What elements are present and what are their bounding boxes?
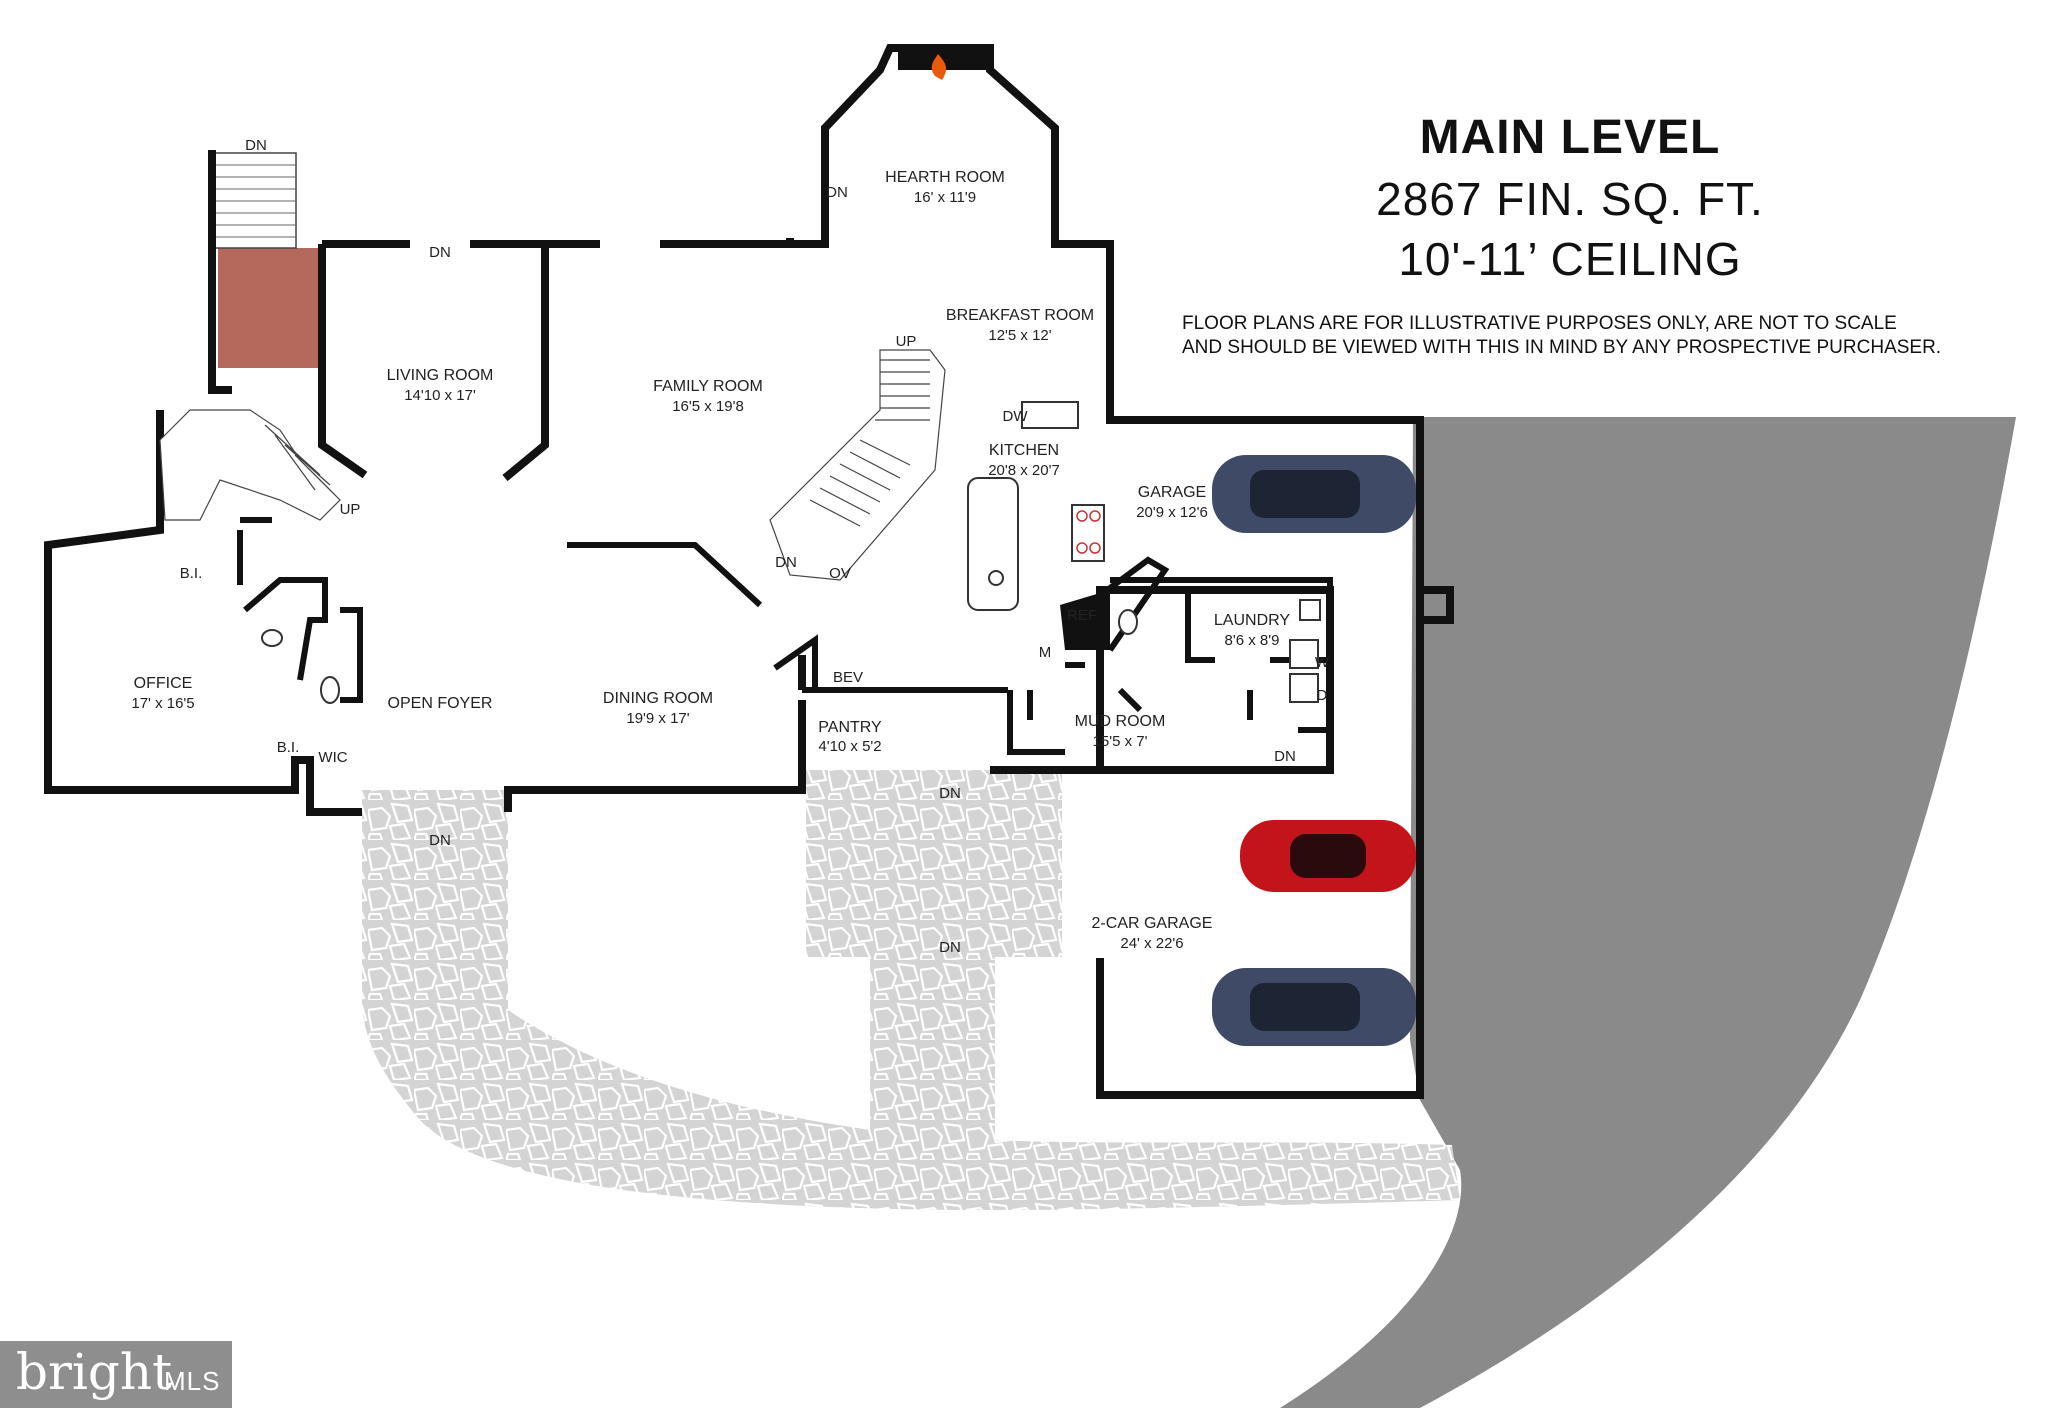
fire-icon [931,54,947,80]
family-room-label: FAMILY ROOM [653,378,763,395]
pantry-dim: 4'10 x 5'2 [818,738,881,755]
level-title: MAIN LEVEL [1419,111,1721,164]
main-stair [769,349,946,581]
dn-top-stair-tag: DN [245,137,267,154]
refrigerator-tag: REF [1067,607,1097,624]
mud-toilet-icon [1118,609,1138,635]
hearth-room-label: HEARTH ROOM [885,169,1005,186]
dn-entry-tag: DN [429,832,451,849]
up-family-tag: UP [896,333,917,350]
washer-tag: W [1315,654,1330,671]
garage-label: GARAGE [1138,484,1206,501]
laundry-label: LAUNDRY [1214,612,1291,629]
rear-deck [218,248,322,368]
ceiling-height: 10'-11’ CEILING [1398,233,1742,285]
bi-bath-tag: B.I. [277,739,300,756]
center-patio [806,770,1062,1140]
washer [1289,639,1319,669]
dn-patio-top-tag: DN [939,785,961,802]
dn-hearth-tag: DN [826,184,848,201]
foyer-stair [159,409,341,521]
dn-patio-mid-tag: DN [939,939,961,956]
bi-office-tag: B.I. [180,565,203,582]
mud-room-dim: 15'5 x 7' [1093,733,1148,750]
walls [44,44,1454,1099]
front-walkway [362,795,1460,1210]
car-red [1240,820,1416,892]
interior-walls [237,517,1333,755]
pantry-label: PANTRY [818,719,882,736]
mud-room-label: MUD ROOM [1075,713,1166,730]
disclaimer-line-2: AND SHOULD BE VIEWED WITH THIS IN MIND B… [1182,337,1942,358]
bright-mls-logo: bright MLS [0,1341,232,1408]
driveway [1280,417,2016,1408]
fireplace [898,48,990,70]
family-room-dim: 16'5 x 19'8 [672,398,744,415]
dining-room-dim: 19'9 x 17' [626,710,689,727]
kitchen-island [967,477,1019,611]
beverage-tag: BEV [833,669,863,686]
toilet-icon [320,676,340,704]
dishwasher-tag: DW [1003,408,1029,425]
disclaimer: FLOOR PLANS ARE FOR ILLUSTRATIVE PURPOSE… [1182,312,2022,360]
hearth-room-dim: 16' x 11'9 [914,189,976,206]
mls-wordmark: MLS [164,1366,221,1396]
two-car-garage-label: 2-CAR GARAGE [1092,915,1213,932]
office-label: OFFICE [134,675,193,692]
disclaimer-line-1: FLOOR PLANS ARE FOR ILLUSTRATIVE PURPOSE… [1182,313,1897,334]
square-footage: 2867 FIN. SQ. FT. [1376,173,1764,225]
sink-counter [1021,401,1079,429]
living-room-dim: 14'10 x 17' [404,387,476,404]
living-room-label: LIVING ROOM [387,367,494,384]
open-foyer-label: OPEN FOYER [388,695,493,712]
sink-icon [261,629,283,647]
wic-tag: WIC [318,749,347,766]
car-garage-single [1212,455,1416,533]
breakfast-room-label: BREAKFAST ROOM [946,307,1094,324]
two-car-garage-dim: 24' x 22'6 [1120,935,1183,952]
laundry-dim: 8'6 x 8'9 [1225,632,1280,649]
kitchen-label: KITCHEN [989,442,1059,459]
entry-landing [362,790,508,871]
island-sink [988,570,1004,586]
dryer [1289,673,1319,703]
car-garage-double [1212,968,1416,1046]
breakfast-room-dim: 12'5 x 12' [988,327,1051,344]
dn-family-tag: DN [775,554,797,571]
dining-room-label: DINING ROOM [603,690,713,707]
microwave-tag: M [1039,644,1052,661]
dryer-tag: D [1317,687,1328,704]
office-dim: 17' x 16'5 [131,695,194,712]
kitchen-dim: 20'8 x 20'7 [988,462,1060,479]
up-foyer-tag: UP [340,501,361,518]
oven-tag: OV [829,565,851,582]
bright-wordmark: bright [16,1343,173,1401]
garage-dim: 20'9 x 12'6 [1136,504,1208,521]
dn-mud-tag: DN [1274,748,1296,765]
dn-living-tag: DN [429,244,451,261]
laundry-sink [1299,599,1321,621]
refrigerator [1060,590,1110,650]
